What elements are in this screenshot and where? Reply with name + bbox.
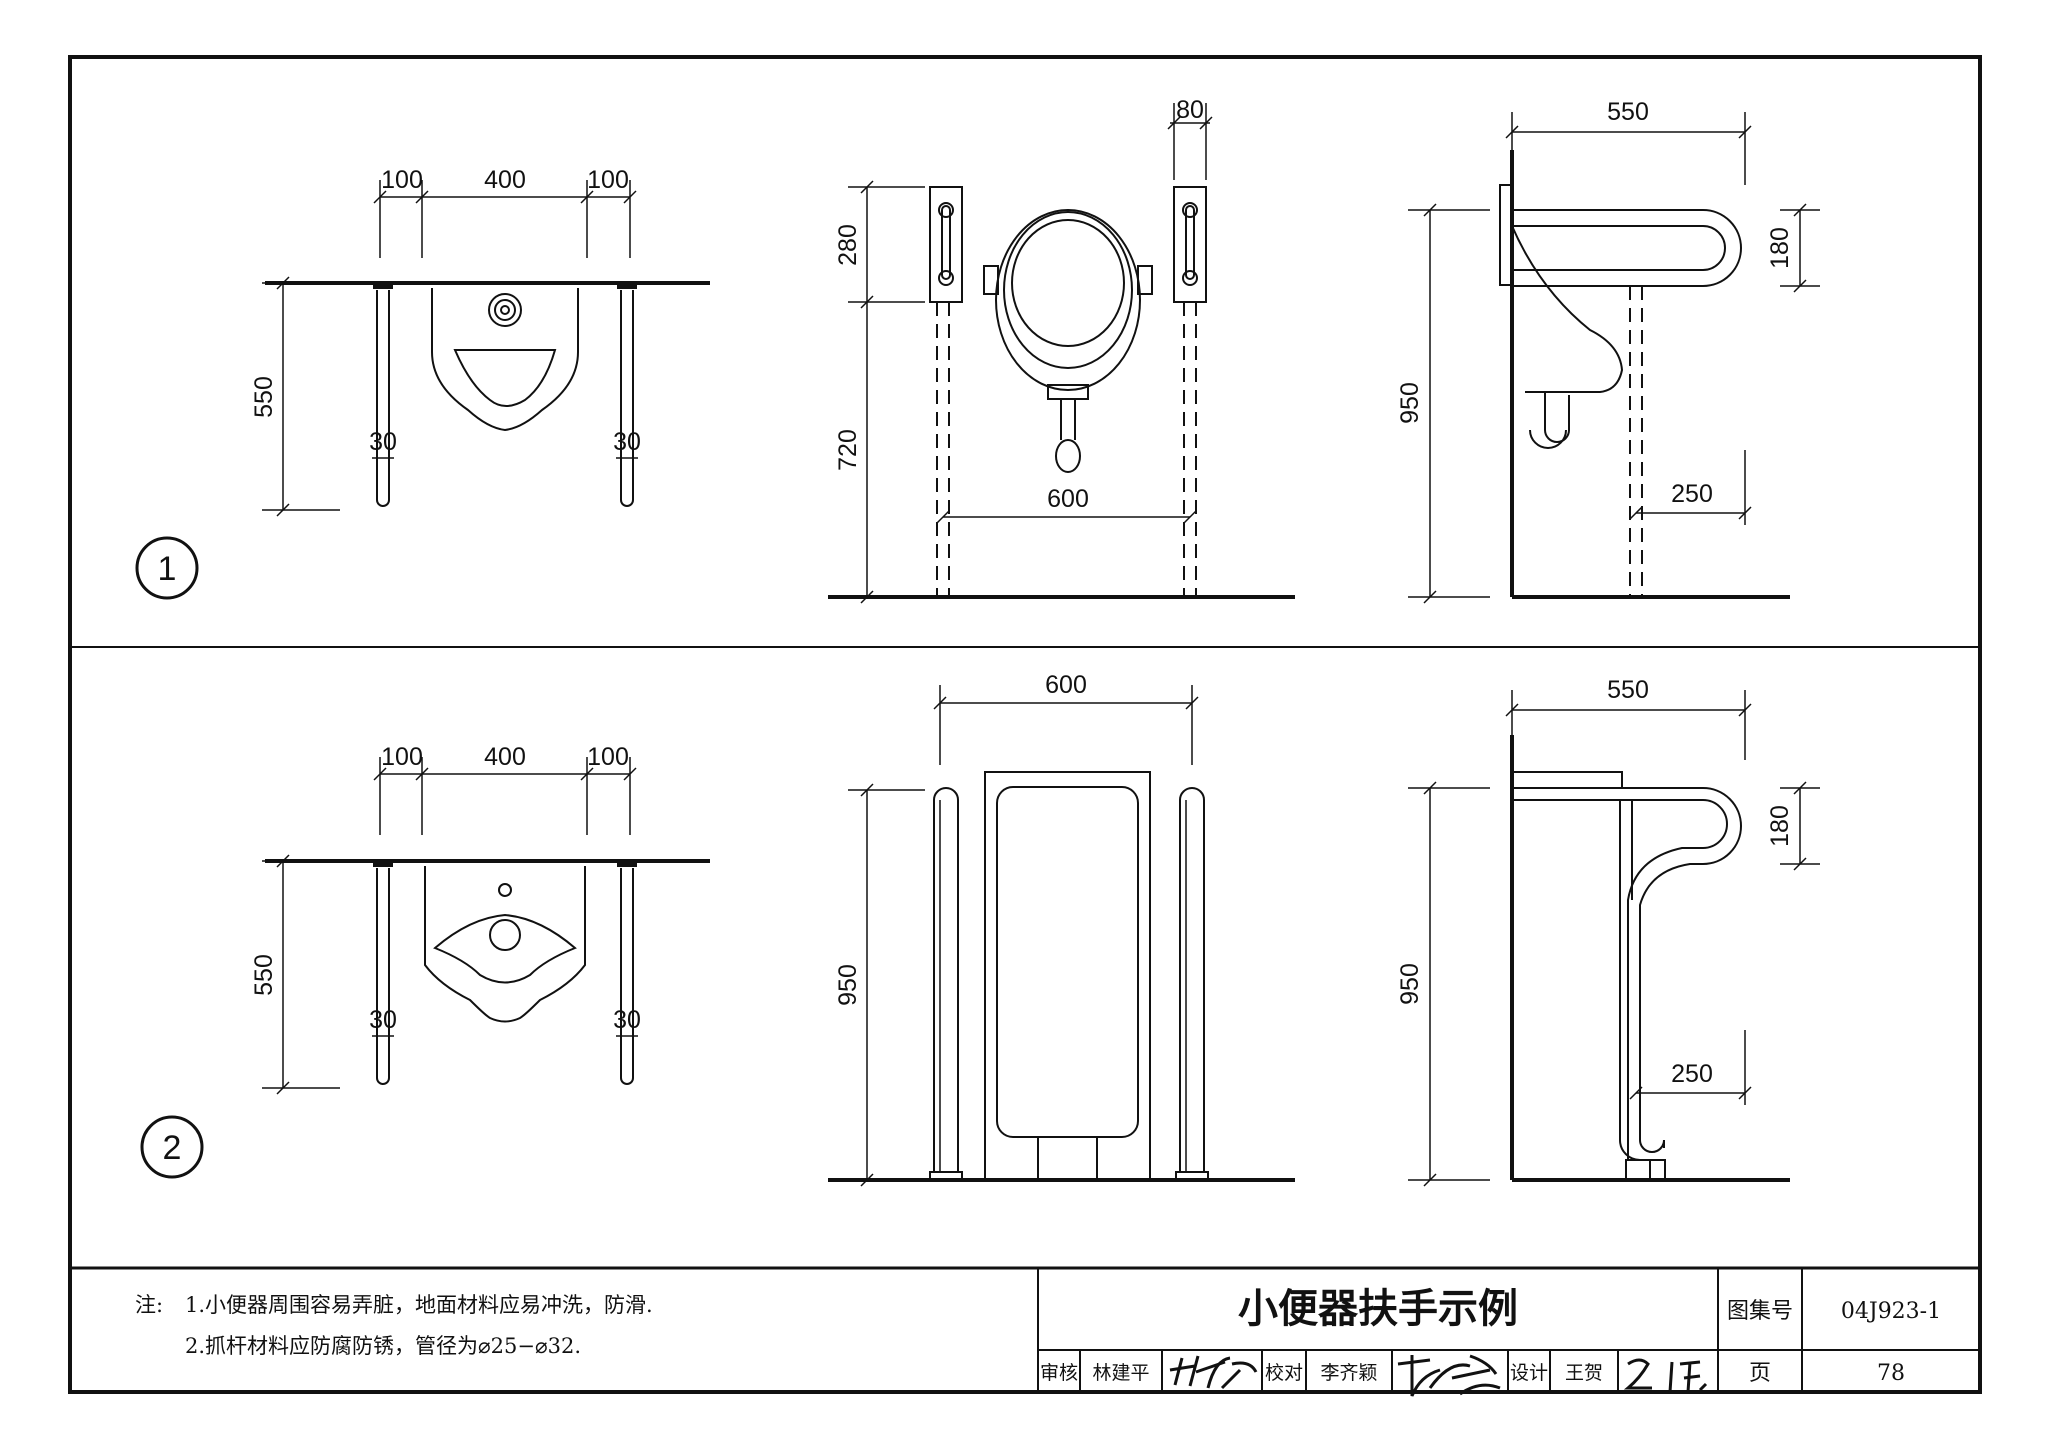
plan-pipe-left: 30 <box>369 1006 397 1034</box>
title-block <box>1037 1268 1980 1392</box>
atlas-number: 04J923-1 <box>1841 1299 1941 1324</box>
row1-plan-view: 100 400 100 550 30 30 <box>250 166 710 517</box>
row1-side-view: 550 180 950 250 <box>1396 98 1820 604</box>
row2-side-view: 550 180 950 250 <box>1396 676 1820 1187</box>
plan-dim-left: 100 <box>381 743 423 771</box>
checker-signature <box>1397 1354 1501 1397</box>
front-dim-bar-base: 720 <box>834 429 862 471</box>
side-dim-offset: 250 <box>1671 480 1713 508</box>
design-label: 设计 <box>1510 1362 1548 1384</box>
svg-text:1: 1 <box>158 550 177 588</box>
plan-dim-depth: 550 <box>250 954 278 996</box>
plan-pipe-left: 30 <box>369 428 397 456</box>
plan-dim-right: 100 <box>587 743 629 771</box>
front-dim-spacing: 600 <box>1047 485 1089 513</box>
plan-dim-mid: 400 <box>484 743 526 771</box>
side-dim-height: 950 <box>1396 382 1424 424</box>
row1-front-view: 80 280 720 600 <box>828 96 1295 604</box>
atlas-label: 图集号 <box>1727 1299 1793 1324</box>
front-dim-bar-width: 80 <box>1176 96 1204 124</box>
svg-text:2: 2 <box>163 1129 182 1167</box>
front-dim-bar-height: 280 <box>834 224 862 266</box>
plan-pipe-right: 30 <box>613 428 641 456</box>
designer-name: 王贺 <box>1565 1362 1603 1384</box>
reviewer-signature <box>1169 1355 1258 1390</box>
row2-plan-view: 100 400 100 550 30 30 <box>250 743 710 1095</box>
plan-dim-mid: 400 <box>484 166 526 194</box>
row2-front-view: 600 950 <box>828 671 1295 1187</box>
side-dim-offset: 250 <box>1671 1060 1713 1088</box>
row2-marker: 2 <box>140 1115 204 1179</box>
plan-dim-left: 100 <box>381 166 423 194</box>
review-label: 审核 <box>1040 1362 1078 1384</box>
reviewer-name: 林建平 <box>1092 1362 1149 1384</box>
front-dim-height: 950 <box>834 964 862 1006</box>
plan-dim-depth: 550 <box>250 376 278 418</box>
page-number: 78 <box>1877 1361 1905 1386</box>
note-line-2: 2.抓杆材料应防腐防锈，管径为⌀25−⌀32. <box>185 1334 581 1358</box>
check-label: 校对 <box>1265 1362 1303 1384</box>
side-dim-height: 950 <box>1396 963 1424 1005</box>
side-dim-loop: 180 <box>1766 227 1794 269</box>
page-label: 页 <box>1749 1361 1771 1386</box>
plan-pipe-right: 30 <box>613 1006 641 1034</box>
side-dim-loop: 180 <box>1766 805 1794 847</box>
drawing-title: 小便器扶手示例 <box>1238 1287 1518 1331</box>
notes: 注: 1.小便器周围容易弄脏，地面材料应易冲洗，防滑. 2.抓杆材料应防腐防锈，… <box>135 1293 653 1358</box>
notes-prefix: 注: <box>135 1293 163 1317</box>
plan-dim-right: 100 <box>587 166 629 194</box>
side-dim-reach: 550 <box>1607 676 1649 704</box>
sheet-border <box>68 55 1982 1394</box>
designer-signature <box>1623 1358 1708 1393</box>
checker-name: 李齐颖 <box>1320 1362 1377 1384</box>
side-dim-reach: 550 <box>1607 98 1649 126</box>
row1-marker: 1 <box>135 536 199 600</box>
note-line-1: 1.小便器周围容易弄脏，地面材料应易冲洗，防滑. <box>185 1293 653 1317</box>
front-dim-spacing: 600 <box>1045 671 1087 699</box>
